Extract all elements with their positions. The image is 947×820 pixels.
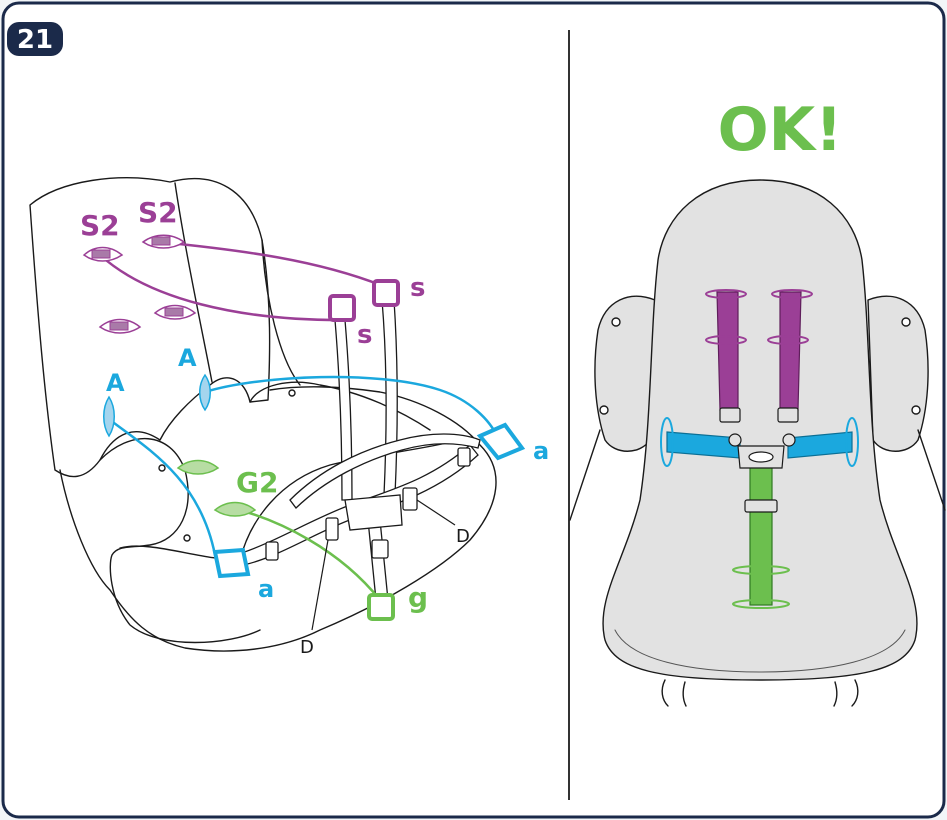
a-clip-right	[476, 422, 526, 461]
seat-rivet	[183, 534, 191, 542]
purple-slot	[767, 335, 809, 345]
shoulder-ring-left	[728, 433, 742, 447]
g-clip	[367, 593, 395, 621]
strap-adjuster	[371, 539, 389, 559]
ok-status-text: OK!	[718, 95, 843, 165]
label-A-left: A	[106, 369, 125, 397]
green-slot	[213, 501, 257, 517]
seat-leg	[851, 679, 859, 707]
left-shoulder-straps	[234, 299, 481, 601]
blue-slot	[103, 395, 115, 438]
label-g: g	[408, 581, 428, 614]
label-S2-right: S2	[138, 196, 178, 229]
label-a-lower: a	[258, 575, 274, 603]
strap-adjuster	[402, 487, 418, 511]
label-D-lower: D	[300, 637, 314, 658]
right-seat-illustration	[569, 179, 946, 707]
seat-cushion-curve	[249, 381, 431, 431]
blue-routing	[103, 373, 526, 579]
seat-rivet	[158, 464, 166, 472]
label-S2-left: S2	[80, 209, 120, 242]
purple-route-line	[99, 254, 341, 322]
seat-backrest-seam	[174, 182, 213, 383]
seat-inner-edge	[261, 239, 301, 386]
seat-left-wing	[594, 295, 656, 452]
label-G2: G2	[236, 466, 278, 499]
purple-routing	[82, 234, 400, 334]
blue-slot	[199, 373, 211, 412]
blue-route-line	[109, 418, 217, 556]
purple-slot	[705, 335, 747, 345]
frame-rail-left	[569, 429, 601, 521]
step-badge: 21	[7, 22, 63, 56]
harness-buckle	[344, 494, 403, 531]
seat-leg	[833, 681, 838, 707]
seat-cushion-front	[239, 439, 461, 561]
shoulder-clip-right	[777, 407, 799, 423]
shoulder-ring-right	[782, 433, 796, 447]
label-s-upper: s	[410, 273, 425, 303]
green-slot-lower	[732, 599, 790, 609]
frame-rail-right	[917, 429, 946, 511]
seat-body-shadow	[614, 629, 906, 673]
wing-rivet	[911, 405, 921, 415]
seat-backrest-outline	[29, 177, 271, 478]
green-routing	[176, 459, 395, 621]
seat-leg	[661, 679, 669, 707]
purple-slot-fill	[164, 307, 184, 317]
label-A-upper: A	[178, 344, 197, 372]
wing-rivet	[599, 405, 609, 415]
purple-slot-fill	[109, 321, 129, 331]
wing-rivet	[901, 317, 911, 327]
seat-leg	[682, 681, 687, 707]
blue-route-line	[204, 375, 500, 439]
blue-slot-right	[845, 417, 859, 467]
strap-adjuster	[325, 517, 339, 541]
green-slot	[176, 459, 220, 475]
purple-shoulder-strap-right	[779, 291, 802, 411]
d-pointer-lower	[311, 539, 329, 631]
strap-adjuster	[265, 541, 279, 561]
green-crotch-strap	[749, 464, 773, 606]
purple-route-line	[159, 240, 389, 290]
seat-rivet	[288, 389, 296, 397]
shoulder-clip-left	[719, 407, 741, 423]
buckle-slot	[748, 451, 774, 463]
strap-adjuster	[457, 447, 471, 467]
wing-rivet	[611, 317, 621, 327]
green-strap-adjuster	[744, 499, 778, 513]
label-s-lower: s	[357, 320, 372, 350]
blue-slot-left	[660, 417, 674, 467]
blue-waist-strap-right	[787, 431, 853, 459]
step-number: 21	[17, 25, 53, 55]
label-D-right: D	[456, 526, 470, 547]
d-pointer-right	[416, 499, 456, 526]
purple-slot	[705, 289, 747, 299]
green-slot-upper	[732, 565, 790, 575]
a-clip-lower	[212, 547, 251, 579]
purple-slot-fill	[151, 236, 171, 246]
seat-base-outline	[59, 386, 497, 652]
label-a-right: a	[533, 437, 549, 465]
purple-slot-fill	[91, 249, 111, 259]
s-clip-upper	[372, 279, 400, 307]
purple-slot	[771, 289, 813, 299]
seat-body	[602, 179, 918, 681]
waist-belt-upper	[289, 433, 481, 509]
s-clip-lower	[328, 294, 356, 322]
seat-right-wing	[867, 295, 929, 452]
right-harness	[660, 289, 859, 609]
purple-shoulder-strap-left	[716, 291, 739, 411]
